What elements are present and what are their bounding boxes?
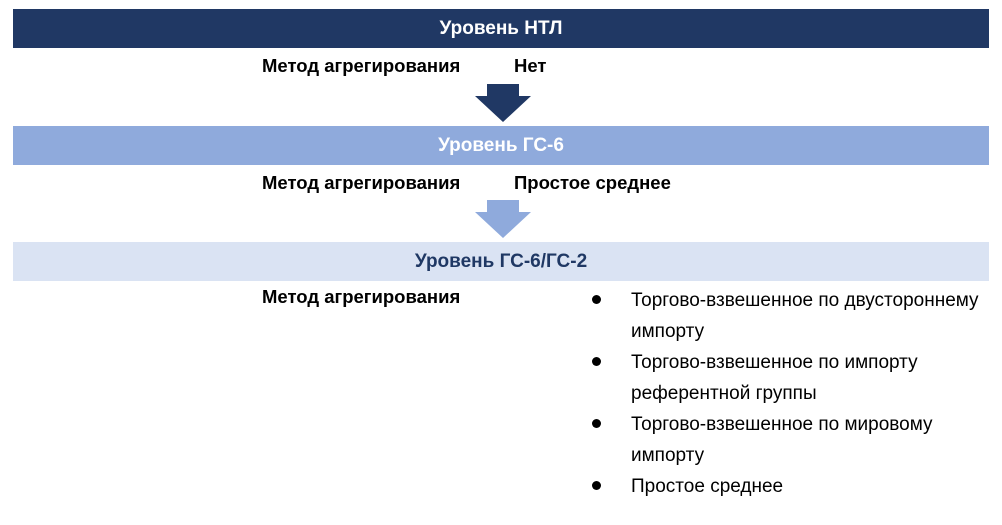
list-item: Торгово-взвешенное по импорту референтно… xyxy=(590,347,990,409)
level-ntl-header: Уровень НТЛ xyxy=(13,9,989,48)
list-item-text: Торгово-взвешенное по мировому импорту xyxy=(631,414,933,466)
list-item-text: Торгово-взвешенное по импорту референтно… xyxy=(631,352,918,404)
level-hs6-hs2-header: Уровень ГС-6/ГС-2 xyxy=(13,242,989,281)
level-ntl-title: Уровень НТЛ xyxy=(439,17,563,39)
bullet-icon xyxy=(592,419,601,428)
list-item: Торгово-взвешенное по мировому импорту xyxy=(590,409,990,471)
level-hs6-method-label: Метод агрегирования xyxy=(262,172,461,193)
level-hs6-title: Уровень ГС-6 xyxy=(438,134,564,156)
list-item: Торгово-взвешенное по двустороннему импо… xyxy=(590,285,990,347)
aggregation-method-options-list: Торгово-взвешенное по двустороннему импо… xyxy=(590,285,990,502)
bullet-icon xyxy=(592,357,601,366)
list-item: Простое среднее xyxy=(590,471,990,502)
level-ntl-method-label: Метод агрегирования xyxy=(262,55,461,76)
bullet-icon xyxy=(592,295,601,304)
level-ntl-method-value: Нет xyxy=(514,55,547,76)
level-hs6-hs2-method-label: Метод агрегирования xyxy=(262,286,461,307)
level-hs6-hs2-title: Уровень ГС-6/ГС-2 xyxy=(414,250,588,272)
bullet-icon xyxy=(592,481,601,490)
list-item-text: Простое среднее xyxy=(631,476,784,497)
list-item-text: Торгово-взвешенное по двустороннему импо… xyxy=(631,290,979,342)
down-arrow-icon xyxy=(475,200,531,238)
level-hs6-method-value: Простое среднее xyxy=(514,172,671,193)
down-arrow-icon xyxy=(475,84,531,122)
level-hs6-header: Уровень ГС-6 xyxy=(13,126,989,165)
